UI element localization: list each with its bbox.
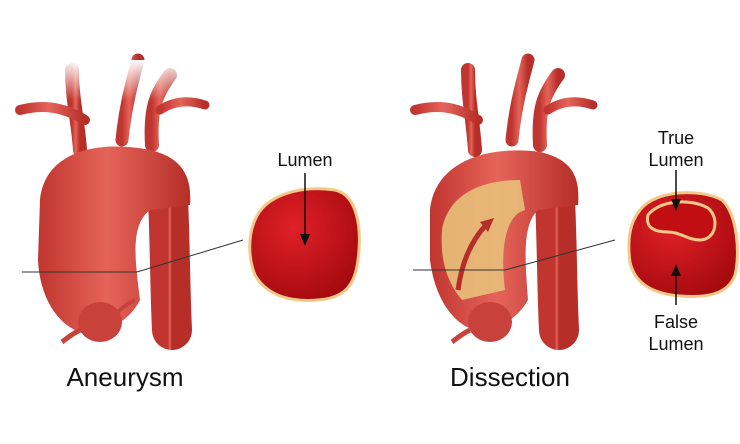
dissection-section-line <box>413 239 616 271</box>
dissection-cross-section <box>627 191 739 298</box>
dissection-title: Dissection <box>450 362 570 392</box>
true-lumen-label-line1: True <box>658 128 694 148</box>
aneurysm-title: Aneurysm <box>66 362 183 392</box>
lumen-label: Lumen <box>277 150 332 170</box>
false-lumen-label-line2: Lumen <box>648 334 703 354</box>
true-lumen-shape <box>645 200 717 242</box>
false-lumen-label-line1: False <box>654 312 698 332</box>
aneurysm-aorta-illustration <box>0 53 740 350</box>
true-lumen-label-line2: Lumen <box>648 150 703 170</box>
lumen-arrowhead <box>300 234 310 246</box>
aneurysm-section-line <box>22 239 244 273</box>
tear-arrow <box>455 223 488 291</box>
dissection-aorta-illustration <box>410 53 598 350</box>
